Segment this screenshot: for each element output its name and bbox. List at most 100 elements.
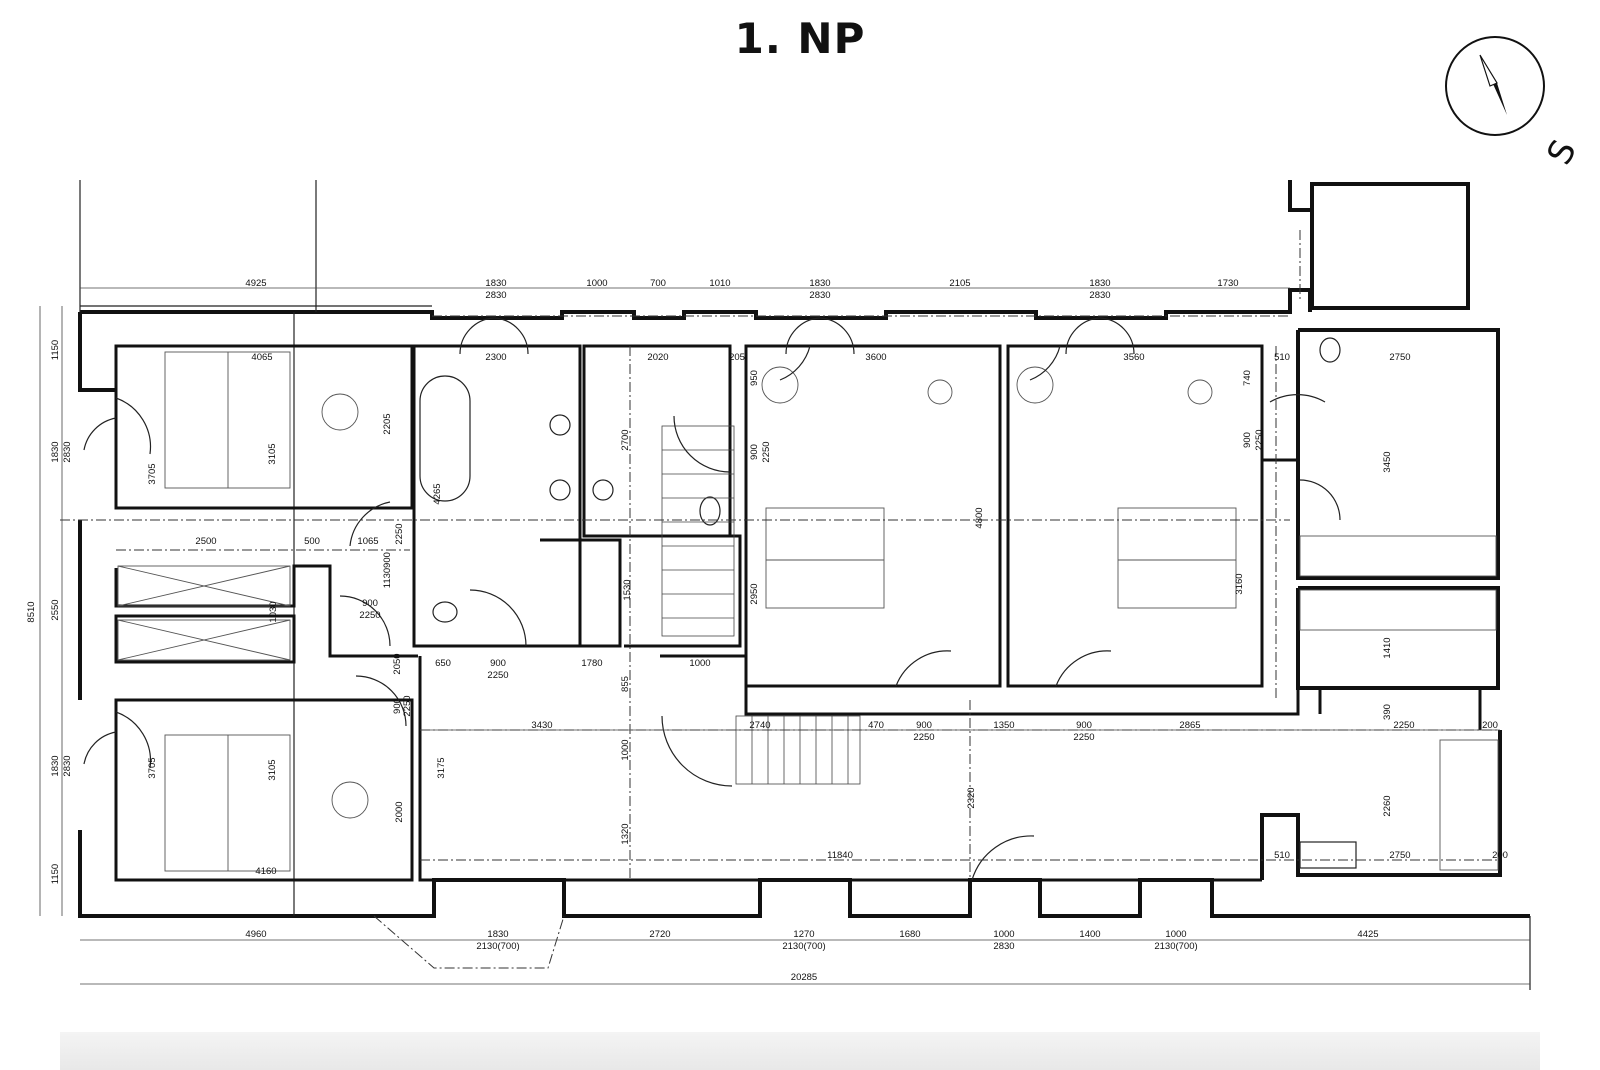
page-shadow [60, 1032, 1540, 1070]
dim-label: 740 [1242, 370, 1253, 386]
dim-label: 500 [304, 536, 320, 547]
dim-label: 3560 [1123, 352, 1144, 363]
dim-label: 2250 [394, 523, 405, 544]
bed [765, 507, 885, 609]
chair [1016, 366, 1054, 404]
furniture [117, 337, 1499, 872]
toilet [699, 496, 721, 526]
bed [164, 734, 291, 872]
dim-label: 205 [729, 352, 745, 363]
dim-label: 3705 [147, 463, 158, 484]
dim-label: 2300 [485, 352, 506, 363]
dim-label: 1010 [709, 278, 730, 289]
dim-label: 900 [749, 444, 760, 460]
dim-label: 2700 [620, 429, 631, 450]
sink [549, 479, 571, 501]
dim-label: 2865 [1179, 720, 1200, 731]
dim-label: 1000 [586, 278, 607, 289]
toilet [1319, 337, 1341, 363]
dim-label: 200 [1482, 720, 1498, 731]
sink [549, 414, 571, 436]
dim-label: 1320 [620, 823, 631, 844]
dim-label: 4160 [255, 866, 276, 877]
dim-label: 900 [1076, 720, 1092, 731]
dim-label: 510 [1274, 850, 1290, 861]
dim-label: 2830 [993, 941, 1014, 952]
dim-label: 4925 [245, 278, 266, 289]
sink [592, 479, 614, 501]
dim-label: 2000 [394, 801, 405, 822]
dim-label: 1830 [487, 929, 508, 940]
chair [331, 781, 369, 819]
dim-label: 390 [1382, 704, 1393, 720]
outer-thin-lines [79, 180, 1531, 990]
chair [927, 379, 953, 405]
dim-label: 1830 [1089, 278, 1110, 289]
dim-label: 1830 [50, 755, 61, 776]
dim-label: 2950 [749, 583, 760, 604]
dim-label: 2250 [359, 610, 380, 621]
dim-label: 2205 [382, 413, 393, 434]
bed [1117, 507, 1237, 609]
dim-label: 2250 [1254, 429, 1265, 450]
dim-label: 2105 [949, 278, 970, 289]
dim-label: 950 [749, 370, 760, 386]
dim-label: 900 [382, 552, 393, 568]
dim-label: 3105 [267, 759, 278, 780]
dim-label: 900 [362, 598, 378, 609]
dim-label: 4425 [1357, 929, 1378, 940]
plan-title: 1. NP [734, 14, 866, 63]
dim-label: 2830 [62, 441, 73, 462]
dim-label: 700 [650, 278, 666, 289]
dim-label: 2250 [761, 441, 772, 462]
dimension-labels: 4925 1830 2830 1000 700 1010 1830 2830 2… [26, 278, 1508, 983]
dim-label: 4265 [432, 483, 443, 504]
dim-label: 1030 [268, 601, 279, 622]
toilet [432, 601, 458, 623]
dim-label: 2740 [749, 720, 770, 731]
dim-label: 2550 [50, 599, 61, 620]
dim-label: 2250 [487, 670, 508, 681]
compass: S [1445, 36, 1585, 172]
chair [761, 366, 799, 404]
dim-label: 1350 [993, 720, 1014, 731]
dim-label: 510 [1274, 352, 1290, 363]
dim-label: 1400 [1079, 929, 1100, 940]
dim-label: 1730 [1217, 278, 1238, 289]
dim-label: 11840 [827, 850, 853, 861]
dim-label: 2500 [195, 536, 216, 547]
dim-label: 20285 [791, 972, 817, 983]
dim-label: 200 [1492, 850, 1508, 861]
dim-label: 2020 [647, 352, 668, 363]
dim-label: 3450 [1382, 451, 1393, 472]
dim-label: 1680 [899, 929, 920, 940]
dim-label: 2130(700) [476, 941, 519, 952]
dim-label: 1150 [50, 864, 61, 884]
dim-label: 2750 [1389, 352, 1410, 363]
dim-label: 2250 [1393, 720, 1414, 731]
dimension-lines [39, 287, 1530, 985]
dim-label: 1150 [50, 340, 61, 360]
dim-label: 3430 [531, 720, 552, 731]
dim-label: 2260 [1382, 795, 1393, 816]
bed [164, 351, 291, 489]
chair [321, 393, 359, 431]
dim-label: 900 [392, 698, 403, 714]
stairs [661, 425, 861, 785]
dim-label: 2130(700) [1154, 941, 1197, 952]
dim-label: 1830 [50, 441, 61, 462]
dim-label: 1780 [581, 658, 602, 669]
dim-label: 2830 [809, 290, 830, 301]
compass-label: S [1539, 134, 1584, 172]
dim-label: 2320 [966, 787, 977, 808]
dim-label: 1530 [622, 579, 633, 600]
dim-label: 1270 [793, 929, 814, 940]
dim-label: 2250 [913, 732, 934, 743]
dim-label: 3160 [1234, 573, 1245, 594]
dim-label: 4960 [245, 929, 266, 940]
dim-label: 1000 [1165, 929, 1186, 940]
outer-walls [78, 180, 1530, 918]
dim-label: 3705 [147, 757, 158, 778]
dim-label: 1000 [620, 739, 631, 760]
dim-label: 2050 [392, 653, 403, 674]
